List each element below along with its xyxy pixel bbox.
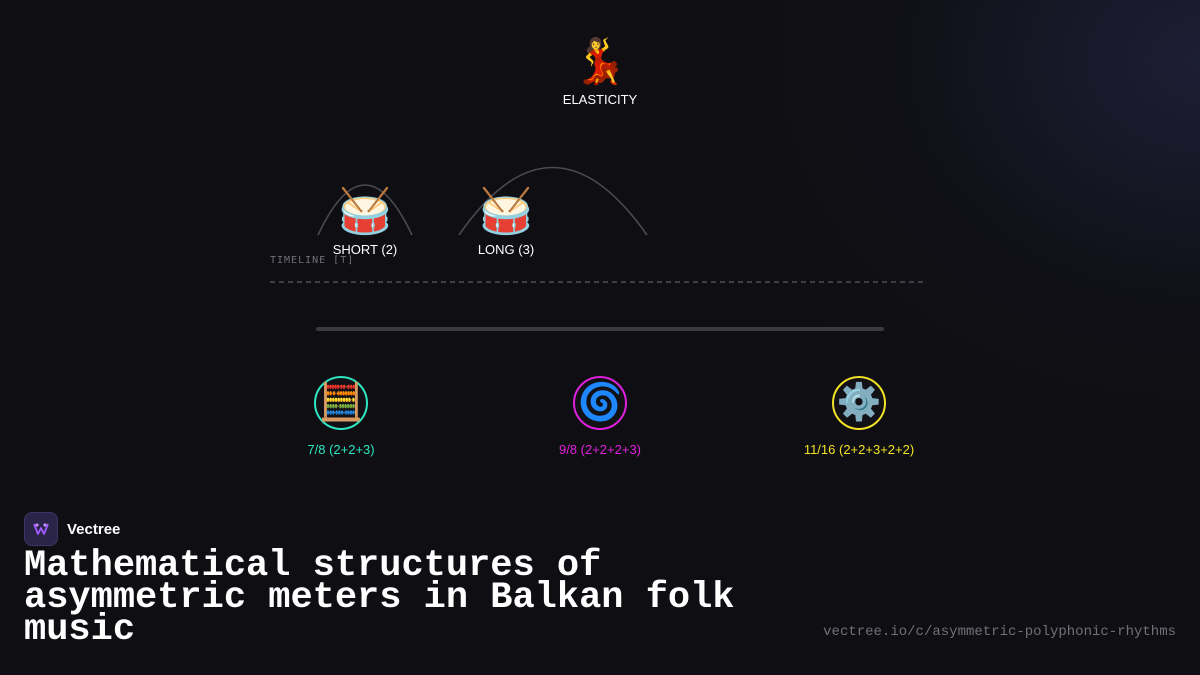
brand: Vectree <box>24 512 120 546</box>
brand-name: Vectree <box>67 520 121 538</box>
elasticity-node: 💃 ELASTICITY <box>500 36 700 107</box>
dancer-icon: 💃 <box>572 36 628 87</box>
gear-icon: ⚙️ <box>832 376 886 430</box>
abacus-icon: 🧮 <box>314 376 368 430</box>
source-url: vectree.io/c/asymmetric-polyphonic-rhyth… <box>823 624 1176 640</box>
long-beat-node: 🥁 LONG (3) <box>431 186 581 257</box>
meter-11-16: ⚙️ 11/16 (2+2+3+2+2) <box>759 376 959 457</box>
spiral-icon: 🌀 <box>573 376 627 430</box>
vectree-logo-icon <box>24 512 58 546</box>
meter-7-8: 🧮 7/8 (2+2+3) <box>241 376 441 457</box>
drum-icon: 🥁 <box>478 186 534 237</box>
short-beat-node: 🥁 SHORT (2) <box>290 186 440 257</box>
meter-7-8-label: 7/8 (2+2+3) <box>307 442 375 457</box>
long-beat-arc <box>458 166 648 236</box>
long-beat-label: LONG (3) <box>477 242 535 257</box>
drum-icon: 🥁 <box>337 186 393 237</box>
short-beat-label: SHORT (2) <box>332 242 398 257</box>
short-beat-arc <box>317 184 413 236</box>
meter-11-16-label: 11/16 (2+2+3+2+2) <box>803 442 915 457</box>
timeline-label: TIMELINE [T] <box>270 255 355 266</box>
meter-9-8-label: 9/8 (2+2+2+3) <box>558 442 642 457</box>
elasticity-label: ELASTICITY <box>562 92 638 107</box>
page-title: Mathematical structures of asymmetric me… <box>24 545 735 651</box>
meter-9-8: 🌀 9/8 (2+2+2+3) <box>500 376 700 457</box>
